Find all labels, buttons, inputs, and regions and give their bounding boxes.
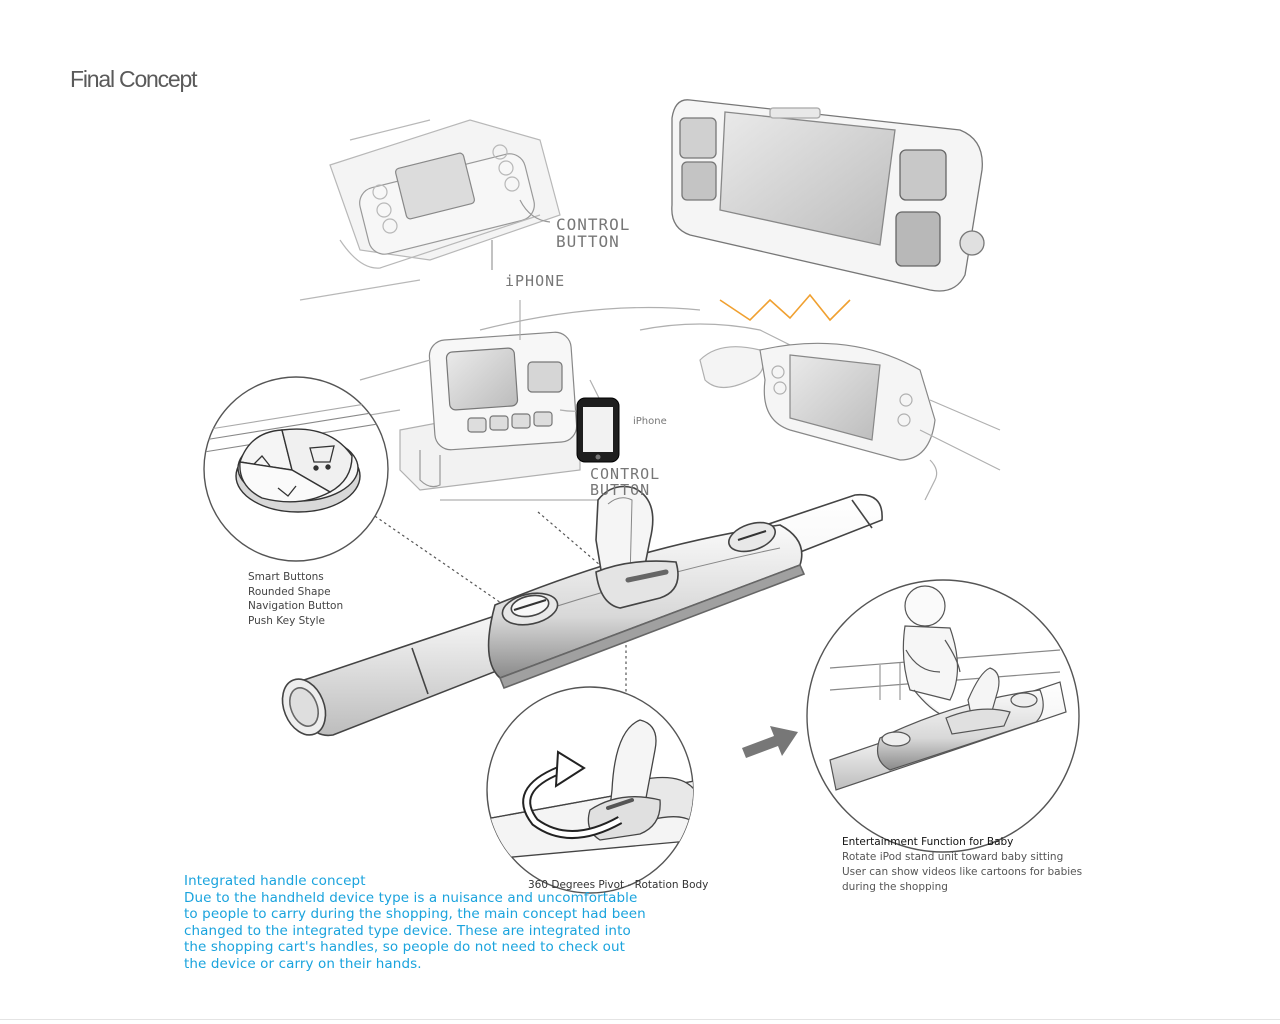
smart-buttons-line: Rounded Shape: [248, 585, 331, 598]
pivot-caption: 360 Degrees Pivot - Rotation Body: [528, 879, 709, 891]
concept-line: the shopping cart's handles, so people d…: [184, 939, 626, 956]
concept-heading: Integrated handle concept: [184, 873, 366, 889]
sketch-hand-device: [639, 293, 1001, 501]
sketch-label-control-button-2: CONTROL BUTTON: [590, 465, 661, 499]
sketch-label-iphone-small: iPhone: [633, 416, 667, 427]
page-title: Final Concept: [70, 66, 198, 92]
sketch-label-control-button: CONTROL BUTTON: [556, 215, 631, 251]
entertainment-caption: Entertainment Function for Baby Rotate i…: [842, 835, 1082, 895]
concept-line: Due to the handheld device type is a nui…: [184, 889, 638, 906]
smart-buttons-line: Navigation Button: [248, 600, 344, 612]
concept-line: changed to the integrated type device. T…: [184, 922, 631, 939]
sketch-cart-top-left: [299, 119, 561, 301]
concept-description: Integrated handle concept Due to the han…: [184, 873, 646, 973]
bottom-divider: [0, 1019, 1280, 1020]
entertainment-heading: Entertainment Function for Baby: [842, 836, 1014, 848]
sketch-cart-center: [339, 300, 701, 501]
sketch-device-top-right: [671, 99, 985, 292]
pivot-callout: [486, 686, 694, 894]
smart-buttons-line: Smart Buttons: [248, 571, 324, 583]
concept-line: the device or carry on their hands.: [184, 955, 422, 972]
cart-handle: [281, 485, 883, 737]
entertainment-line: Rotate iPod stand unit toward baby sitti…: [842, 851, 1064, 863]
baby-callout: [806, 579, 1080, 853]
smart-buttons-callout: [203, 376, 389, 562]
smart-buttons-line: Push Key Style: [248, 614, 326, 627]
concept-line: to people to carry during the shopping, …: [184, 906, 646, 923]
entertainment-line: during the shopping: [842, 881, 948, 893]
entertainment-line: User can show videos like cartoons for b…: [842, 866, 1083, 878]
arrow-icon: [742, 726, 798, 758]
smart-buttons-caption: Smart Buttons Rounded Shape Navigation B…: [248, 570, 343, 628]
sketch-label-iphone: iPHONE: [505, 272, 566, 290]
iphone-sketch: [576, 397, 620, 463]
